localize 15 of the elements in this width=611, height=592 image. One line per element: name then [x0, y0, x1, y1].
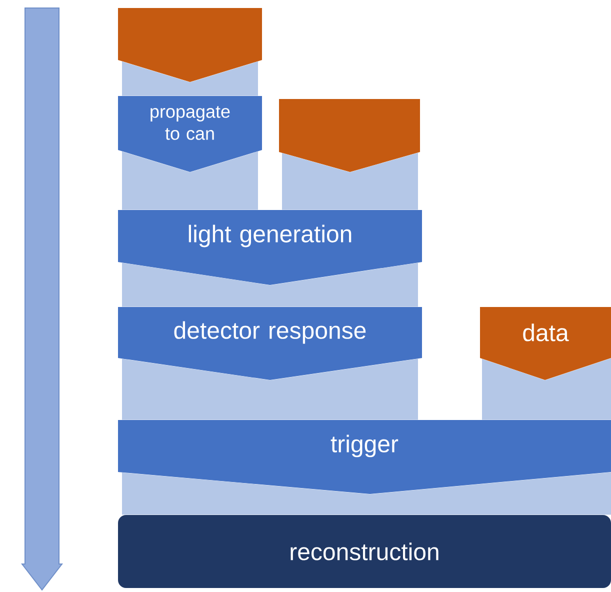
flow-band — [122, 358, 418, 420]
flow-band — [122, 151, 258, 210]
chevron-box — [279, 99, 420, 172]
chevron-box: propagate to can — [118, 96, 262, 172]
chevron-box: trigger — [118, 420, 611, 494]
chevron-box: data — [480, 307, 611, 380]
flow-band — [482, 358, 611, 420]
flow-band — [282, 152, 418, 210]
flow-band — [122, 472, 611, 515]
result-box: reconstruction — [118, 515, 611, 588]
flow-band — [122, 61, 258, 96]
chevron-box: light generation — [118, 210, 422, 285]
flow-band — [122, 262, 418, 307]
chevron-box: detector response — [118, 307, 422, 380]
chevron-box — [118, 8, 262, 82]
